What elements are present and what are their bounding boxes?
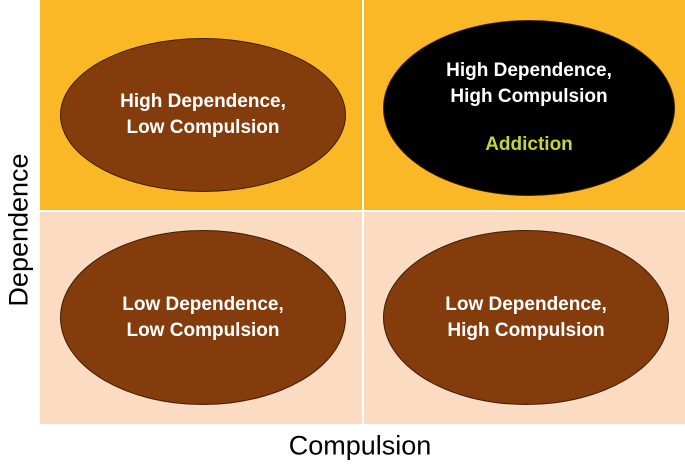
ellipse-low-dependence-low-compulsion: Low Dependence, Low Compulsion xyxy=(60,230,346,405)
ellipse-high-dependence-high-compulsion: High Dependence, High Compulsion Addicti… xyxy=(383,20,675,196)
ellipse-label-line1: High Dependence, xyxy=(120,91,286,112)
ellipse-low-dependence-high-compulsion: Low Dependence, High Compulsion xyxy=(383,230,669,405)
quadrant-grid: High Dependence, Low Compulsion High Dep… xyxy=(40,0,685,424)
x-axis-label: Compulsion xyxy=(288,430,432,461)
y-axis-label: Dependence xyxy=(3,153,34,307)
ellipse-label-line1: Low Dependence, xyxy=(122,293,284,315)
ellipse-high-dependence-low-compulsion: High Dependence, Low Compulsion xyxy=(60,38,346,192)
addiction-label: Addiction xyxy=(485,134,573,155)
ellipse-label-line1: High Dependence, xyxy=(446,60,612,81)
ellipse-label-line2: High Compulsion xyxy=(450,86,608,107)
ellipse-label-line1: Low Dependence, xyxy=(445,293,607,315)
ellipse-label-line2: Low Compulsion xyxy=(126,117,280,138)
ellipse-label-line2: High Compulsion xyxy=(447,319,605,341)
vertical-divider xyxy=(362,0,364,424)
ellipse-label-line2: Low Compulsion xyxy=(126,319,280,341)
horizontal-divider xyxy=(40,210,685,212)
